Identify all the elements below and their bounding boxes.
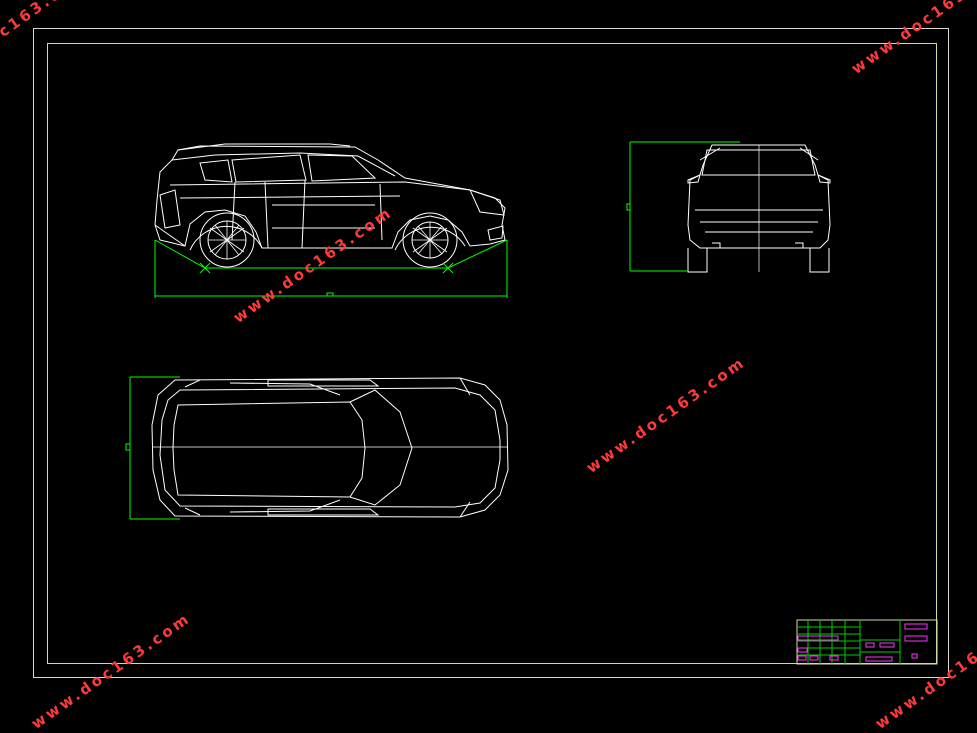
side-view-dimensions bbox=[154, 239, 508, 298]
side-view bbox=[154, 143, 506, 268]
front-view-dimensions bbox=[626, 141, 740, 272]
drawing-outer-frame bbox=[33, 28, 949, 678]
front-view bbox=[687, 144, 831, 273]
drawing-inner-frame bbox=[47, 43, 937, 664]
top-view-dimensions bbox=[125, 376, 180, 520]
title-block bbox=[796, 619, 938, 665]
top-view bbox=[151, 377, 509, 518]
cad-drawing-canvas bbox=[125, 141, 938, 665]
